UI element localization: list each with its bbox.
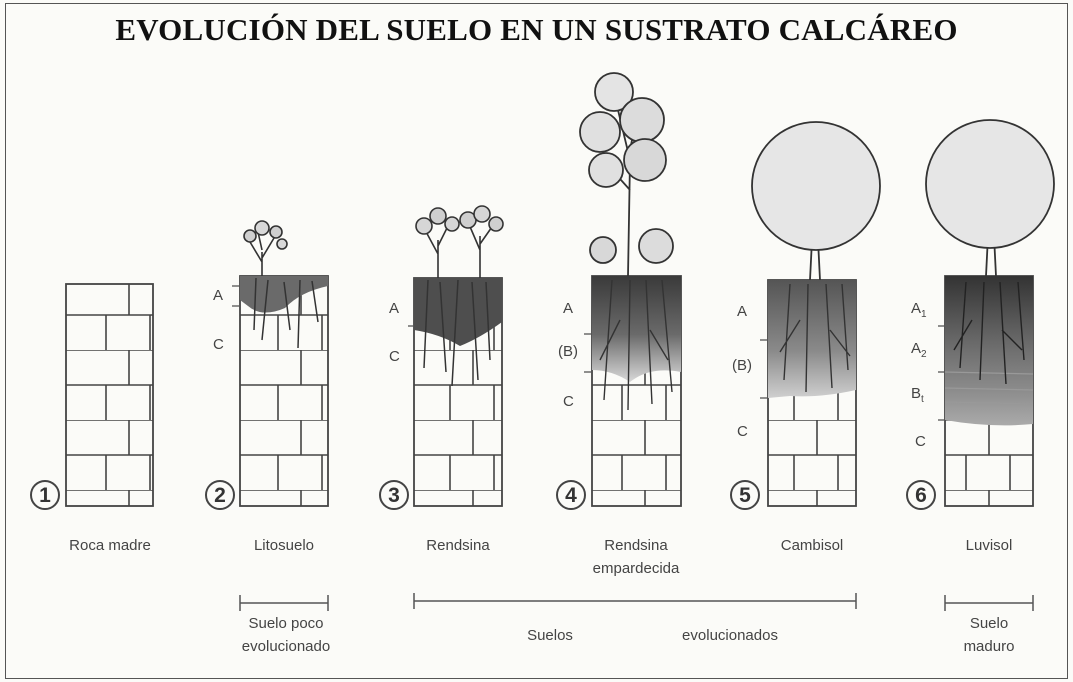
horizon-label: (B)	[558, 343, 578, 360]
horizon-label-bt: Bt	[911, 385, 924, 405]
horizon-label: C	[389, 348, 400, 365]
stage-name-4: Rendsina	[604, 537, 668, 554]
horizon-ticks	[232, 285, 945, 421]
group-label-2-word2: evolucionados	[682, 627, 778, 644]
horizon-label: A	[737, 303, 748, 320]
shrub-illustration	[243, 220, 288, 276]
group-label-1-line2: evolucionado	[241, 638, 331, 655]
column-2-litosuelo	[239, 220, 329, 507]
stage-number-1: 1	[30, 480, 60, 510]
horizon-label: A	[389, 300, 400, 317]
stage-number-3: 3	[379, 480, 409, 510]
group-label-1-line1: Suelo poco	[248, 615, 324, 632]
stage-name-5: Cambisol	[780, 537, 844, 554]
horizon-label-a1: A1	[911, 300, 927, 320]
horizon-label: C	[915, 433, 926, 450]
horizon-label: A	[563, 300, 574, 317]
column-4-rendsina-empardecida	[579, 72, 682, 507]
group-brackets	[239, 593, 1034, 611]
group-label-3-line1: Suelo	[969, 615, 1009, 632]
stage-name-2: Litosuelo	[253, 537, 315, 554]
horizon-label: A	[213, 287, 224, 304]
horizon-label-a2: A2	[911, 340, 927, 360]
column-3-rendsina	[413, 205, 504, 507]
stage-name-3: Rendsina	[426, 537, 490, 554]
stage-number-6: 6	[906, 480, 936, 510]
stage-number-5: 5	[730, 480, 760, 510]
tree-illustration	[579, 72, 674, 277]
group-label-2-word1: Suelos	[527, 627, 573, 644]
column-5-cambisol	[751, 121, 881, 507]
stage-name-1: Roca madre	[69, 537, 151, 554]
horizon-label: C	[563, 393, 574, 410]
horizon-label: C	[213, 336, 224, 353]
stage-name-6: Luvisol	[965, 537, 1013, 554]
group-label-3-line2: maduro	[963, 638, 1015, 655]
column-1-rock	[65, 283, 154, 507]
tree-illustration	[751, 121, 881, 281]
stage-number-2: 2	[205, 480, 235, 510]
stage-name-4-line2: empardecida	[592, 560, 680, 577]
figure-frame	[5, 3, 1068, 679]
tree-illustration	[925, 119, 1055, 277]
column-6-luvisol	[925, 119, 1055, 507]
stage-number-4: 4	[556, 480, 586, 510]
horizon-label: C	[737, 423, 748, 440]
shrub-illustration	[415, 205, 504, 278]
horizon-label: (B)	[732, 357, 752, 374]
figure-title: EVOLUCIÓN DEL SUELO EN UN SUSTRATO CALCÁ…	[115, 12, 958, 47]
